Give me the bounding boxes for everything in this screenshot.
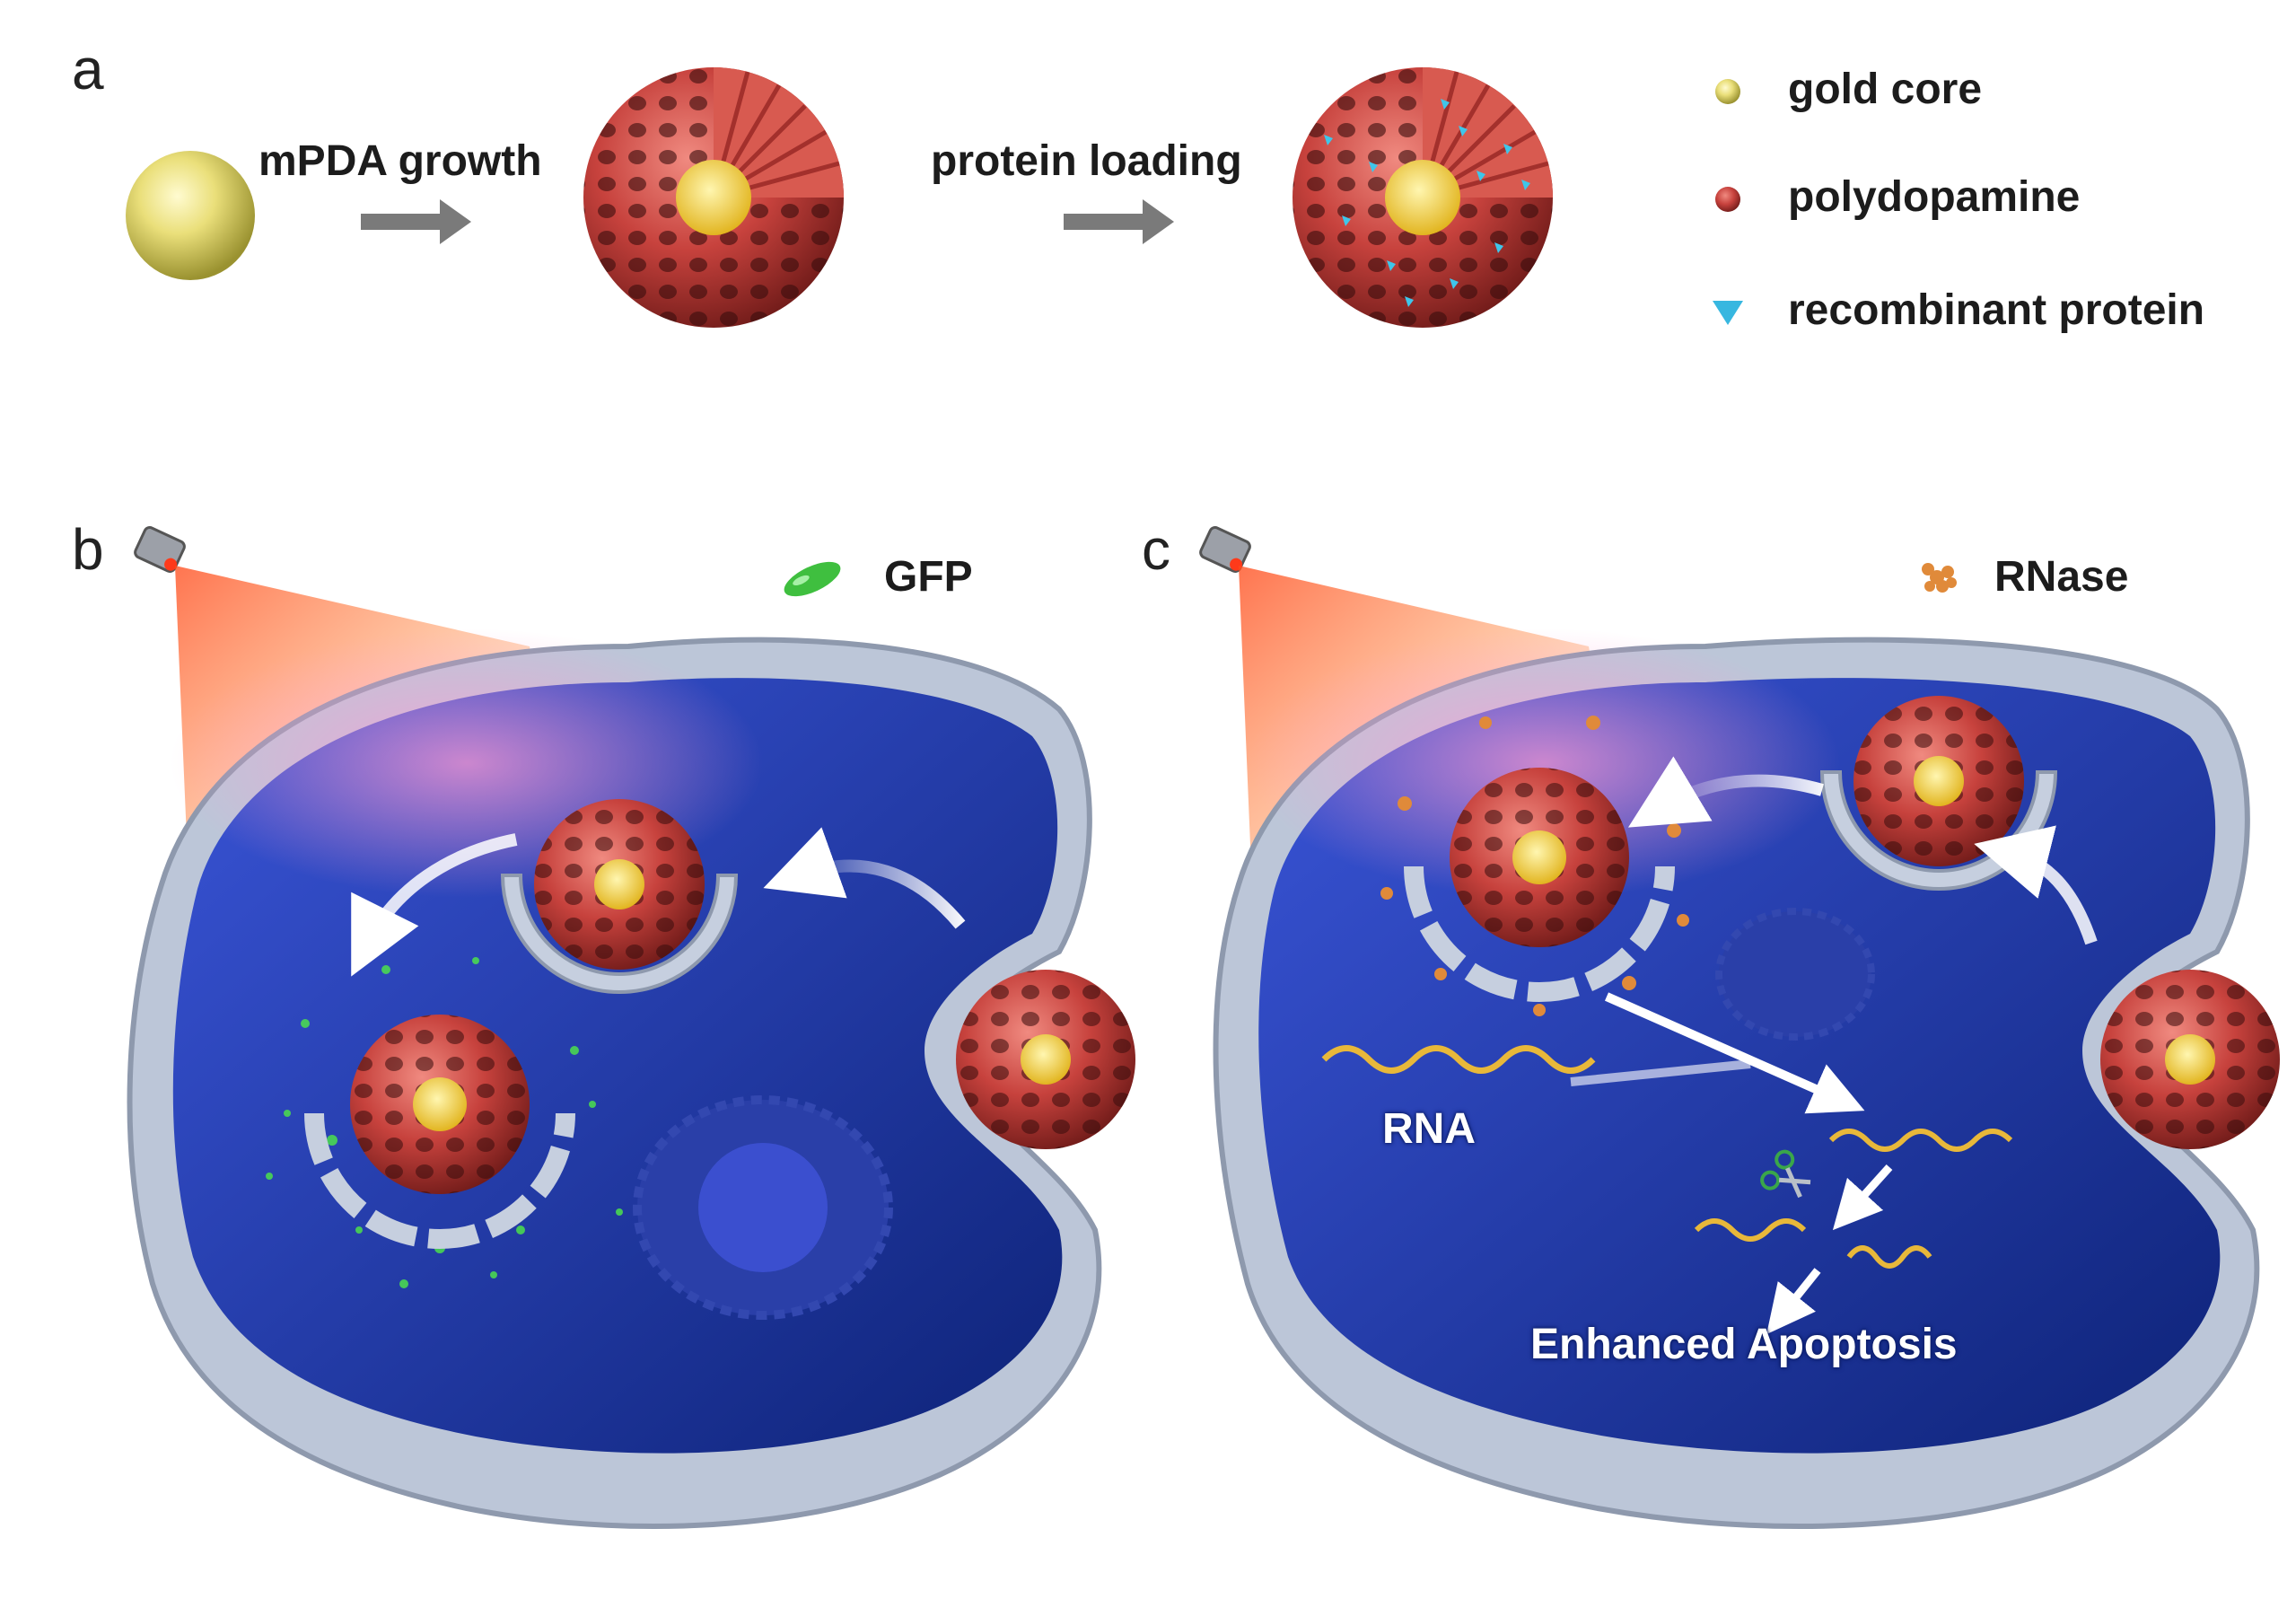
rna-strand-4 [1846, 1245, 1932, 1269]
rna-strand-3 [1694, 1218, 1807, 1242]
protein-loaded-sphere [1293, 67, 1553, 328]
entering-sphere-b [956, 970, 1135, 1149]
arrow-c-4 [1570, 1059, 1751, 1086]
panel-letter-a: a [72, 37, 104, 101]
released-sphere-c [1380, 716, 1689, 1016]
gfp-label: GFP [884, 553, 973, 601]
scissors-icon [1760, 1149, 1811, 1199]
arrow-b-1 [763, 827, 966, 929]
arrow-c-2 [1627, 756, 1824, 828]
arrow-c-6 [1766, 1268, 1821, 1335]
legend-recombinant-protein-label: recombinant protein [1788, 286, 2205, 334]
gold-core-sphere [126, 151, 255, 280]
arrow-c-5 [1832, 1164, 1893, 1231]
laser-device-b-icon [134, 526, 186, 573]
legend-gold-icon [1715, 79, 1740, 104]
arrow-b-2 [351, 833, 518, 977]
legend-protein-icon [1713, 301, 1743, 325]
rna-strand-1 [1321, 1045, 1596, 1074]
released-sphere-b [266, 957, 623, 1288]
enhanced-apoptosis-label: Enhanced Apoptosis [1530, 1321, 1958, 1368]
panel-a [126, 67, 1743, 328]
panel-letter-c: c [1142, 517, 1170, 582]
legend-polydopamine-icon [1715, 187, 1740, 212]
panel-b [127, 526, 1135, 1529]
grey-arrow-2 [1064, 199, 1174, 244]
mpda-sphere [583, 67, 844, 328]
entering-sphere-c [2100, 970, 2280, 1149]
panel-c [1199, 526, 2280, 1529]
laser-device-c-icon [1199, 526, 1251, 573]
nucleus-c [1715, 908, 1875, 1041]
arrow-c-3 [1604, 992, 1865, 1114]
endosome-b [500, 799, 739, 994]
rna-label: RNA [1382, 1105, 1476, 1153]
grey-arrow-1 [361, 199, 471, 244]
protein-loading-label: protein loading [931, 137, 1242, 185]
panel-letter-b: b [72, 517, 104, 582]
mpda-growth-label: mPDA growth [259, 137, 542, 185]
arrow-c-1 [1974, 825, 2098, 945]
rna-strand-2 [1828, 1129, 2013, 1152]
laser-glow-c [1248, 628, 1840, 898]
rnase-icon [1922, 563, 1957, 593]
rnase-label: RNase [1994, 553, 2129, 601]
legend-polydopamine-label: polydopamine [1788, 173, 2081, 221]
legend-gold-core-label: gold core [1788, 66, 1983, 113]
gfp-icon [784, 561, 841, 597]
